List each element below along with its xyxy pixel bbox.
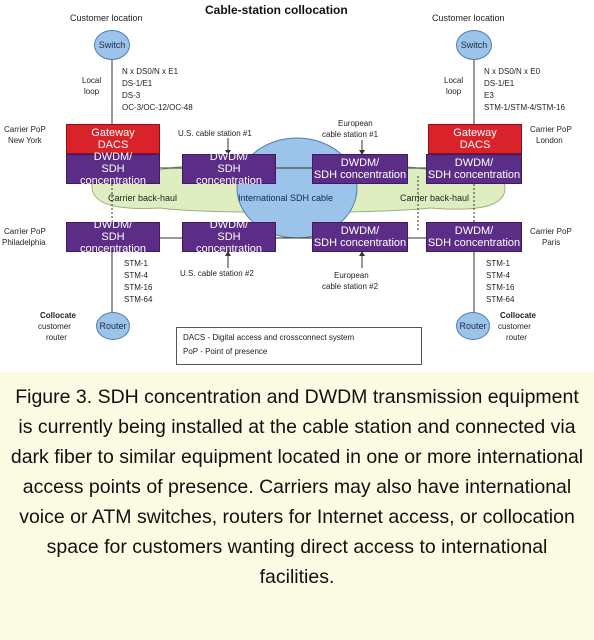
backhaul-left: Carrier back-haul — [108, 193, 178, 203]
dwdm-eu2-line1: DWDM/ — [340, 225, 380, 237]
local-loop-left-2: loop — [84, 87, 100, 96]
diagram-title: Cable-station collocation — [205, 3, 348, 17]
legend-box: DACS - Digital access and crossconnect s… — [176, 327, 422, 365]
us-station-1: U.S. cable station #1 — [178, 129, 252, 138]
dwdm-box-london: DWDM/ SDH concentration — [426, 154, 522, 184]
customer-location-left: Customer location — [70, 13, 143, 23]
dwdm-phil-line2: SDH concentration — [79, 231, 147, 255]
customer-location-right: Customer location — [432, 13, 505, 23]
pop-london-2: London — [536, 136, 563, 145]
iface-left-4: OC-3/OC-12/OC-48 — [122, 103, 193, 112]
dwdm-box-eu1: DWDM/ SDH concentration — [312, 154, 408, 184]
router-left: Router — [96, 312, 130, 340]
switch-left: Switch — [94, 30, 130, 60]
gateway-dacs-left: Gateway DACS — [66, 124, 160, 154]
dwdm-eu1-line2: SDH concentration — [313, 169, 407, 181]
collocate-left-1: Collocate — [40, 311, 77, 320]
figure-caption-panel: Figure 3. SDH concentration and DWDM tra… — [0, 372, 594, 640]
dwdm-paris-line1: DWDM/ — [454, 225, 494, 237]
local-loop-right-2: loop — [446, 87, 462, 96]
iface-left-1: N x DS0/N x E1 — [122, 67, 179, 76]
collocate-right-3: router — [506, 333, 527, 342]
pop-paris-1: Carrier PoP — [530, 227, 572, 236]
gateway-right-line1: Gateway — [453, 127, 497, 139]
dwdm-ny-line2: SDH concentration — [79, 163, 147, 187]
pop-phil-1: Carrier PoP — [4, 227, 46, 236]
dwdm-us1-line2: SDH concentration — [195, 163, 263, 187]
stm-right-1: STM-1 — [486, 259, 510, 268]
collocate-right-1: Collocate — [500, 311, 537, 320]
pop-phil-2: Philadelphia — [2, 238, 46, 247]
stm-left-3: STM-16 — [124, 283, 153, 292]
us-station-2: U.S. cable station #2 — [180, 269, 254, 278]
router-right: Router — [456, 312, 490, 340]
dwdm-us1-line1: DWDM/ — [209, 151, 249, 163]
stm-left-2: STM-4 — [124, 271, 148, 280]
dwdm-london-line1: DWDM/ — [454, 157, 494, 169]
iface-left-2: DS-1/E1 — [122, 79, 153, 88]
switch-left-label: Switch — [98, 40, 126, 50]
backhaul-right: Carrier back-haul — [400, 193, 470, 203]
dwdm-box-eu2: DWDM/ SDH concentration — [312, 222, 408, 252]
pop-ny-2: New York — [8, 136, 42, 145]
dwdm-box-us2: DWDM/ SDH concentration — [182, 219, 276, 255]
iface-right-2: DS-1/E1 — [484, 79, 515, 88]
dwdm-us2-line1: DWDM/ — [209, 219, 249, 231]
switch-right-label: Switch — [460, 40, 488, 50]
pop-ny-1: Carrier PoP — [4, 125, 46, 134]
router-right-label: Router — [459, 321, 487, 331]
stm-right-4: STM-64 — [486, 295, 515, 304]
dwdm-phil-line1: DWDM/ — [93, 219, 133, 231]
gateway-left-line2: DACS — [97, 139, 129, 151]
stm-left-1: STM-1 — [124, 259, 148, 268]
network-diagram: Cable-station collocation Customer locat… — [2, 3, 572, 365]
router-left-label: Router — [99, 321, 127, 331]
collocate-left-2: customer — [38, 322, 71, 331]
iface-left-3: DS-3 — [122, 91, 141, 100]
local-loop-left-1: Local — [82, 76, 102, 85]
dwdm-box-ny: DWDM/ SDH concentration — [66, 151, 160, 187]
dwdm-box-paris: DWDM/ SDH concentration — [426, 222, 522, 252]
iface-right-1: N x DS0/N x E0 — [484, 67, 541, 76]
stm-right-2: STM-4 — [486, 271, 510, 280]
legend-dacs: DACS - Digital access and crossconnect s… — [183, 333, 355, 342]
dwdm-ny-line1: DWDM/ — [93, 151, 133, 163]
dwdm-london-line2: SDH concentration — [427, 169, 521, 181]
collocate-right-2: customer — [498, 322, 531, 331]
eu-station-2-line2: cable station #2 — [322, 282, 379, 291]
legend-pop: PoP - Point of presence — [183, 347, 268, 356]
gateway-left-line1: Gateway — [91, 127, 135, 139]
iface-right-4: STM-1/STM-4/STM-16 — [484, 103, 565, 112]
dwdm-eu2-line2: SDH concentration — [313, 237, 407, 249]
figure-caption: Figure 3. SDH concentration and DWDM tra… — [10, 386, 584, 588]
iface-right-3: E3 — [484, 91, 494, 100]
pop-london-1: Carrier PoP — [530, 125, 572, 134]
eu-station-1-line1: European — [338, 119, 373, 128]
pop-paris-2: Paris — [542, 238, 561, 247]
gateway-right-line2: DACS — [459, 139, 491, 151]
dwdm-box-philadelphia: DWDM/ SDH concentration — [66, 219, 160, 255]
stm-left-4: STM-64 — [124, 295, 153, 304]
dwdm-us2-line2: SDH concentration — [195, 231, 263, 255]
stm-right-3: STM-16 — [486, 283, 515, 292]
gateway-dacs-right: Gateway DACS — [428, 124, 522, 154]
eu-station-1-line2: cable station #1 — [322, 130, 379, 139]
eu-station-2-line1: European — [334, 271, 369, 280]
dwdm-box-us1: DWDM/ SDH concentration — [182, 151, 276, 187]
dwdm-paris-line2: SDH concentration — [427, 237, 521, 249]
sdh-cable-label: International SDH cable — [238, 193, 334, 203]
local-loop-right-1: Local — [444, 76, 464, 85]
switch-right: Switch — [456, 30, 492, 60]
collocate-left-3: router — [46, 333, 67, 342]
dwdm-eu1-line1: DWDM/ — [340, 157, 380, 169]
